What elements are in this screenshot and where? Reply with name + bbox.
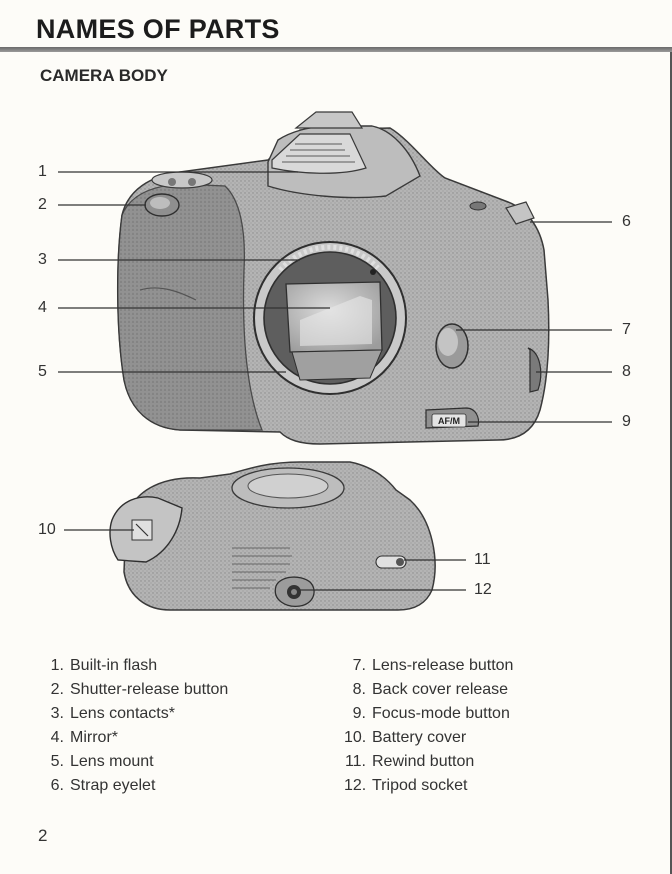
camera-bottom bbox=[110, 462, 435, 610]
camera-front: AF/M bbox=[118, 112, 549, 444]
callout-6: 6 bbox=[622, 213, 631, 231]
page-number: 2 bbox=[38, 826, 47, 846]
list-item: 9.Focus-mode button bbox=[344, 702, 513, 726]
callout-10: 10 bbox=[38, 521, 56, 539]
callout-12: 12 bbox=[474, 581, 492, 599]
list-item: 4.Mirror* bbox=[44, 726, 228, 750]
list-item: 3.Lens contacts* bbox=[44, 702, 228, 726]
parts-list-right: 7.Lens-release button 8.Back cover relea… bbox=[344, 654, 513, 798]
parts-list-left: 1.Built-in flash 2.Shutter-release butto… bbox=[44, 654, 228, 798]
list-item: 8.Back cover release bbox=[344, 678, 513, 702]
callout-4: 4 bbox=[38, 299, 47, 317]
list-item: 2.Shutter-release button bbox=[44, 678, 228, 702]
callout-8: 8 bbox=[622, 363, 631, 381]
list-item: 6.Strap eyelet bbox=[44, 774, 228, 798]
callout-7: 7 bbox=[622, 321, 631, 339]
callout-11: 11 bbox=[474, 551, 491, 569]
list-item: 1.Built-in flash bbox=[44, 654, 228, 678]
list-item: 12.Tripod socket bbox=[344, 774, 513, 798]
list-item: 11.Rewind button bbox=[344, 750, 513, 774]
callout-1: 1 bbox=[38, 163, 47, 181]
list-item: 10.Battery cover bbox=[344, 726, 513, 750]
callout-3: 3 bbox=[38, 251, 47, 269]
camera-illustration: AF/M bbox=[0, 0, 672, 640]
callout-2: 2 bbox=[38, 196, 47, 214]
focus-mode-label: AF/M bbox=[438, 416, 460, 426]
callout-5: 5 bbox=[38, 363, 47, 381]
list-item: 5.Lens mount bbox=[44, 750, 228, 774]
list-item: 7.Lens-release button bbox=[344, 654, 513, 678]
callout-9: 9 bbox=[622, 413, 631, 431]
